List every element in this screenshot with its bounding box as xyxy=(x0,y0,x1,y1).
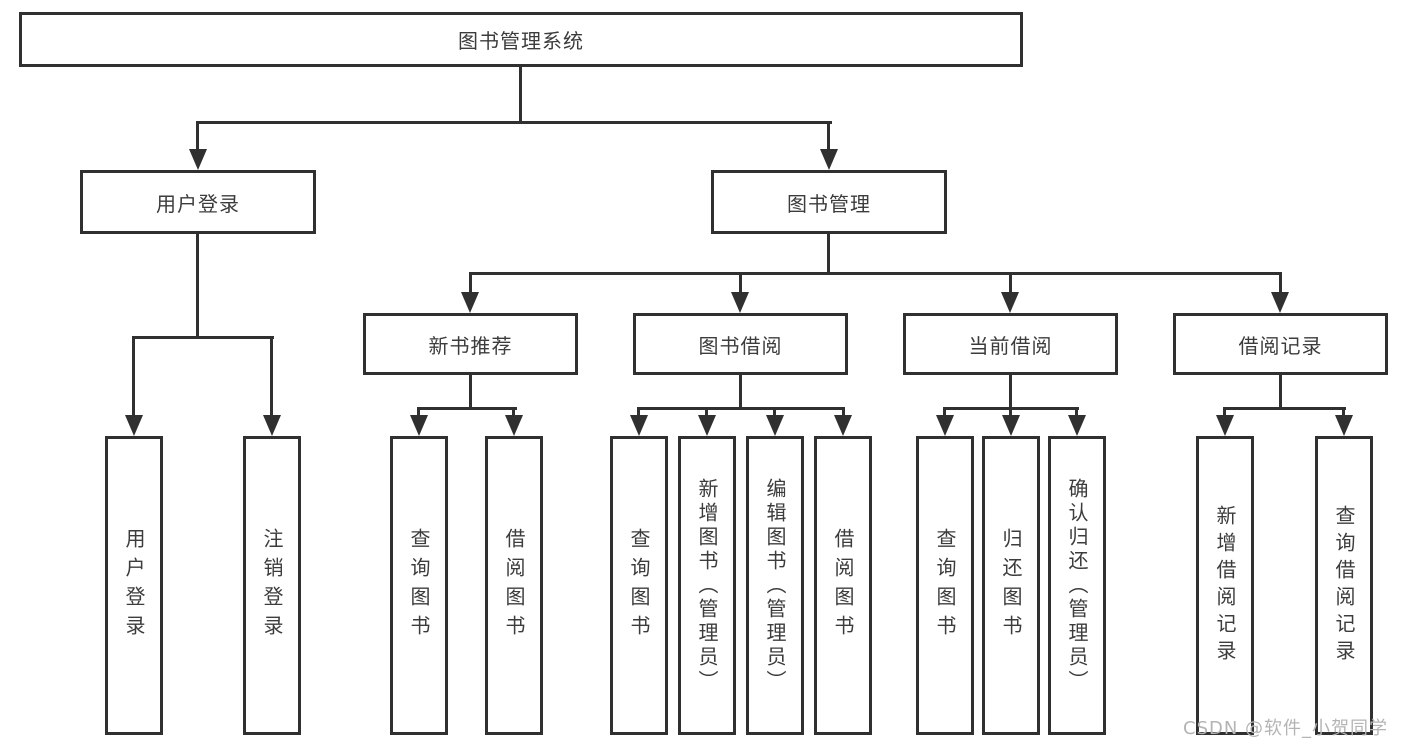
node-label: 新增借阅记录 xyxy=(1213,504,1237,667)
leaf-borrow-edit-books-admin: 编辑图书（管理员） xyxy=(746,436,804,735)
connector-user-horizontal xyxy=(132,336,274,339)
node-label: 查询图书 xyxy=(407,527,431,644)
node-label: 查询图书 xyxy=(627,527,651,644)
connector-leaf-shaft xyxy=(417,407,420,417)
connector-leaf-shaft xyxy=(705,407,708,417)
node-new-book-recommend: 新书推荐 xyxy=(363,313,578,375)
arrow-down-icon xyxy=(1271,292,1289,313)
connector-user-login-shaft xyxy=(196,121,199,154)
connector-root-vertical xyxy=(519,67,522,121)
node-label: 图书管理 xyxy=(787,191,871,216)
node-current-borrow: 当前借阅 xyxy=(903,313,1118,375)
connector-records-horizontal xyxy=(1224,407,1346,410)
connector-leaf-shaft xyxy=(132,336,135,418)
node-label: 用户登录 xyxy=(122,527,146,644)
arrow-down-icon xyxy=(698,415,716,436)
node-book-management: 图书管理 xyxy=(711,170,947,234)
node-label: 图书管理系统 xyxy=(458,29,584,53)
connector-book-mgmt-shaft xyxy=(827,121,830,154)
leaf-recommend-query-books: 查询图书 xyxy=(390,436,448,735)
node-label: 编辑图书（管理员） xyxy=(763,477,787,694)
connector-user-vertical xyxy=(196,234,199,336)
node-label: 确认归还（管理员） xyxy=(1065,477,1089,694)
connector-leaf-shaft xyxy=(1223,407,1226,417)
connector-borrow-vertical xyxy=(739,375,742,407)
arrow-down-icon xyxy=(410,415,428,436)
connector-recommend-horizontal xyxy=(418,407,517,410)
connector-leaf-shaft xyxy=(1009,272,1012,296)
connector-mgmt-vertical xyxy=(827,234,830,272)
leaf-borrow-add-books-admin: 新增图书（管理员） xyxy=(678,436,736,735)
arrow-down-icon xyxy=(731,292,749,313)
node-user-login: 用户登录 xyxy=(80,170,316,234)
arrow-down-icon xyxy=(1002,415,1020,436)
connector-current-vertical xyxy=(1009,375,1012,407)
node-label: 新增图书（管理员） xyxy=(695,477,719,694)
connector-leaf-shaft xyxy=(1009,407,1012,417)
arrow-down-icon xyxy=(1335,415,1353,436)
arrow-down-icon xyxy=(263,415,281,436)
arrow-down-icon xyxy=(505,415,523,436)
leaf-borrow-query-books: 查询图书 xyxy=(610,436,668,735)
arrow-down-icon xyxy=(461,292,479,313)
arrow-down-icon xyxy=(1216,415,1234,436)
arrow-down-icon xyxy=(936,415,954,436)
leaf-borrow-borrow-books: 借阅图书 xyxy=(814,436,872,735)
leaf-logout: 注销登录 xyxy=(243,436,301,735)
connector-leaf-shaft xyxy=(739,272,742,296)
node-label: 图书借阅 xyxy=(698,333,783,358)
node-borrow-records: 借阅记录 xyxy=(1173,313,1388,375)
leaf-recommend-borrow-books: 借阅图书 xyxy=(485,436,543,735)
connector-leaf-shaft xyxy=(1075,407,1078,417)
leaf-records-query-record: 查询借阅记录 xyxy=(1315,436,1373,735)
connector-leaf-shaft xyxy=(1342,407,1345,417)
leaf-records-add-record: 新增借阅记录 xyxy=(1196,436,1254,735)
connector-leaf-shaft xyxy=(842,407,845,417)
node-label: 当前借阅 xyxy=(968,333,1053,358)
arrow-down-icon xyxy=(125,415,143,436)
arrow-down-icon xyxy=(189,149,207,170)
connector-recommend-vertical xyxy=(469,375,472,407)
leaf-current-return-books: 归还图书 xyxy=(982,436,1040,735)
connector-leaf-shaft xyxy=(773,407,776,417)
node-label: 查询图书 xyxy=(933,527,957,644)
node-label: 归还图书 xyxy=(999,527,1023,644)
connector-leaf-shaft xyxy=(1279,272,1282,296)
connector-borrow-horizontal xyxy=(638,407,845,410)
leaf-current-query-books: 查询图书 xyxy=(916,436,974,735)
connector-leaf-shaft xyxy=(270,336,273,418)
connector-mgmt-horizontal xyxy=(469,272,1282,275)
leaf-current-confirm-return-admin: 确认归还（管理员） xyxy=(1048,436,1106,735)
node-label: 查询借阅记录 xyxy=(1332,504,1356,667)
node-label: 用户登录 xyxy=(156,191,240,216)
arrow-down-icon xyxy=(820,149,838,170)
node-label: 借阅图书 xyxy=(831,527,855,644)
leaf-user-login: 用户登录 xyxy=(105,436,163,735)
connector-leaf-shaft xyxy=(943,407,946,417)
node-label: 注销登录 xyxy=(260,527,284,644)
arrow-down-icon xyxy=(630,415,648,436)
watermark: CSDN @软件_小贺同学 xyxy=(1183,718,1389,739)
connector-leaf-shaft xyxy=(637,407,640,417)
connector-leaf-shaft xyxy=(469,272,472,296)
connector-leaf-shaft xyxy=(512,407,515,417)
arrow-down-icon xyxy=(766,415,784,436)
node-system-root: 图书管理系统 xyxy=(19,12,1023,67)
node-book-borrow: 图书借阅 xyxy=(633,313,848,375)
node-label: 新书推荐 xyxy=(428,333,513,358)
node-label: 借阅图书 xyxy=(502,527,526,644)
node-label: 借阅记录 xyxy=(1238,333,1323,358)
connector-records-vertical xyxy=(1279,375,1282,407)
arrow-down-icon xyxy=(1001,292,1019,313)
connector-root-horizontal xyxy=(197,121,832,124)
arrow-down-icon xyxy=(834,415,852,436)
arrow-down-icon xyxy=(1068,415,1086,436)
